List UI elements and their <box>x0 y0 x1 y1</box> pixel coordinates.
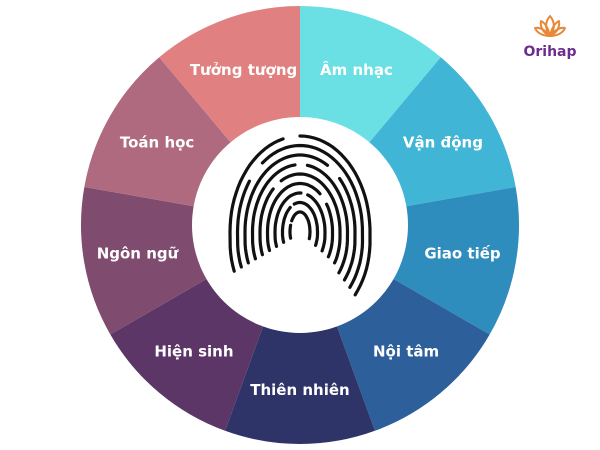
segment-label: Hiện sinh <box>154 342 233 360</box>
logo: Orihap <box>515 14 585 60</box>
fingerprint-ridge <box>338 176 357 282</box>
segment-label: Âm nhạc <box>320 60 393 79</box>
fingerprint-icon <box>228 134 372 297</box>
fingerprint-ridge <box>290 210 312 241</box>
segment-label: Toán học <box>120 134 194 152</box>
center-circle <box>192 117 408 333</box>
brand-name: Orihap <box>523 44 577 60</box>
segment-4 <box>225 225 375 444</box>
segment-label: Giao tiếp <box>424 244 501 263</box>
fingerprint-ridge <box>305 163 350 275</box>
lotus-icon <box>534 15 566 37</box>
fingerprint-ridge <box>265 181 322 253</box>
fingerprint-ridge <box>260 143 365 289</box>
fingerprint-ridge <box>292 200 320 247</box>
segment-label: Vận động <box>403 134 483 152</box>
segment-label: Thiên nhiên <box>250 381 349 399</box>
fingerprint-ridge <box>258 187 275 257</box>
fingerprint-ridge <box>235 179 251 269</box>
fingerprint-ridge <box>243 153 330 265</box>
fingerprint-ridge <box>279 172 342 265</box>
fingerprint-ridge <box>280 205 292 244</box>
segment-label: Nội tâm <box>373 342 439 360</box>
fingerprint-ridge <box>228 137 285 273</box>
fingerprint-ridge <box>288 223 293 240</box>
fingerprint-ridge <box>298 134 372 297</box>
segment-label: Ngôn ngữ <box>97 245 179 263</box>
segment-label: Tưởng tượng <box>190 61 297 79</box>
fingerprint-ridge <box>250 163 297 261</box>
fingerprint-ridge <box>273 191 303 248</box>
fingerprint-ridge <box>306 193 327 253</box>
fingerprint-ridge <box>325 202 335 259</box>
